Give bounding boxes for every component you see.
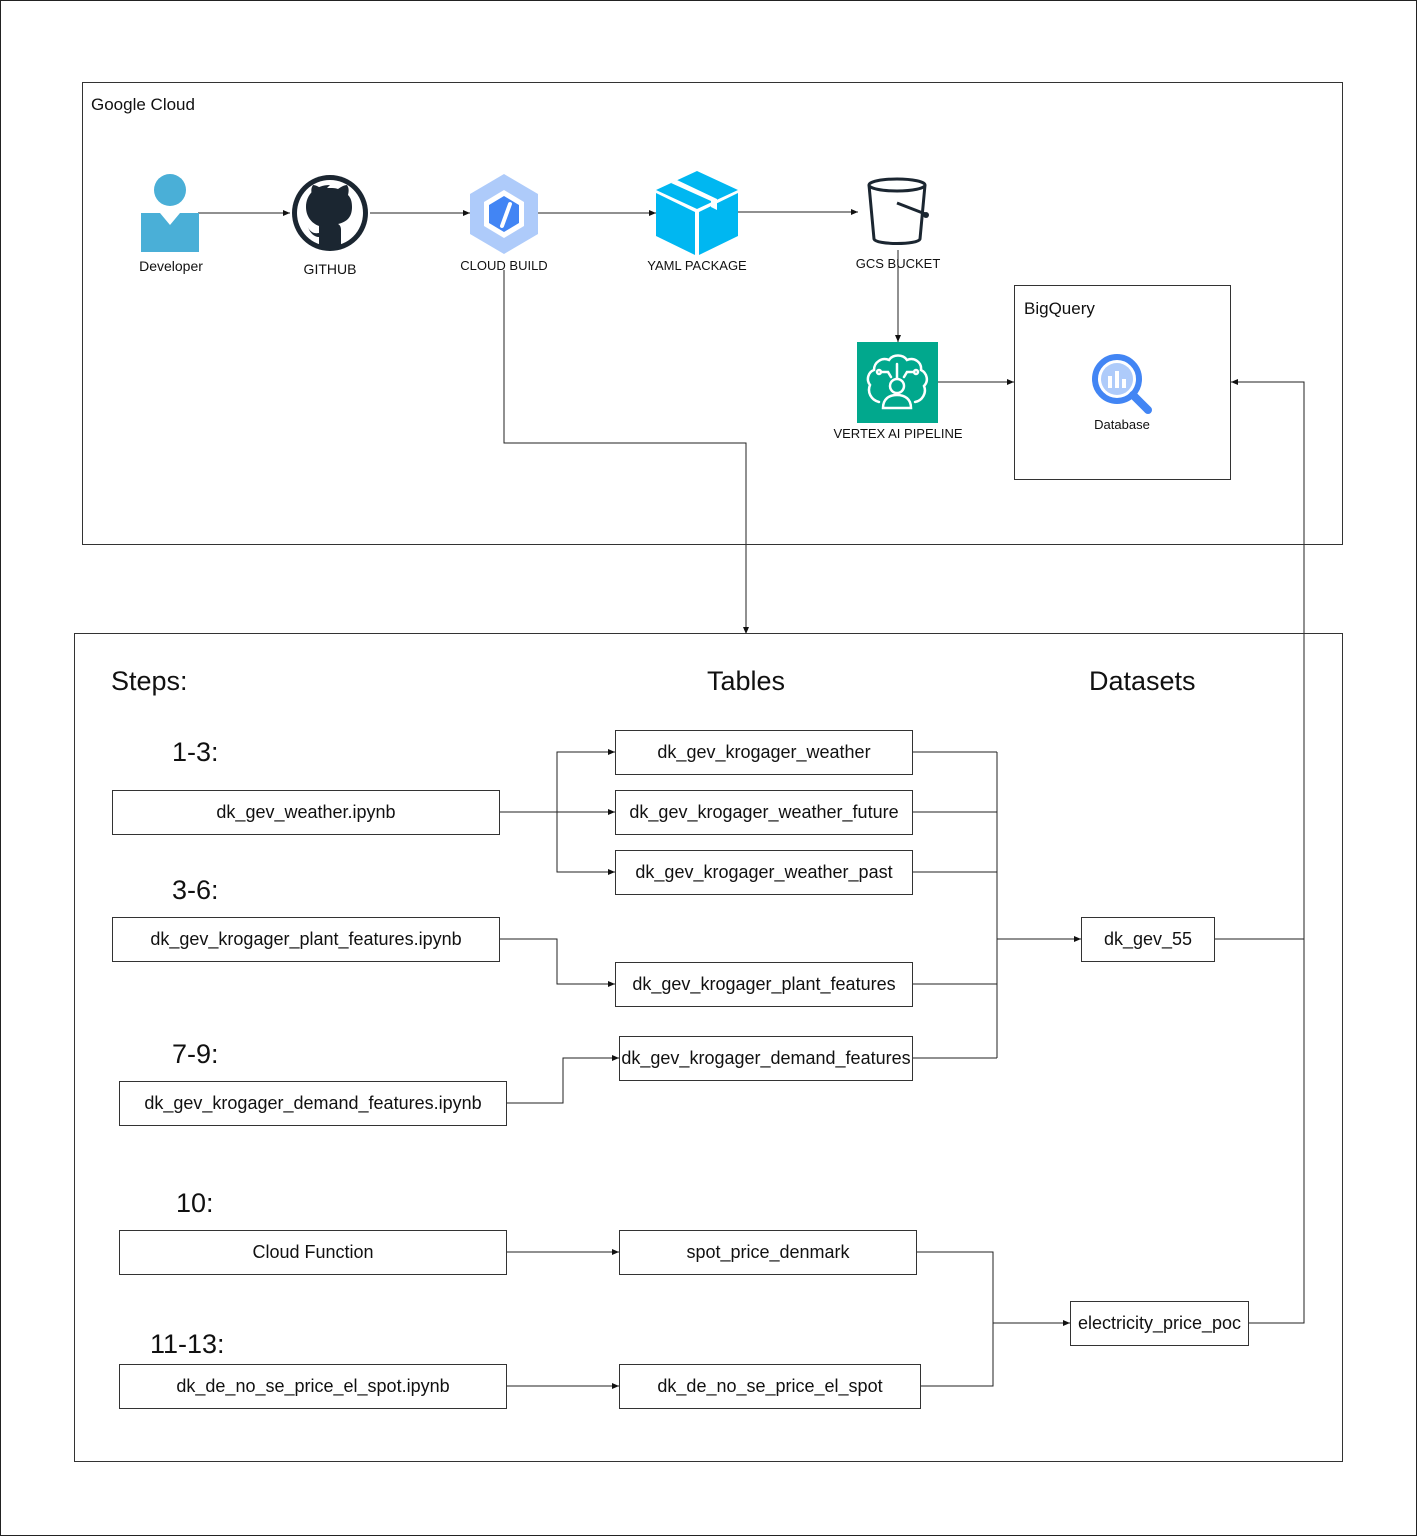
yaml-package-label: YAML PACKAGE [647,258,747,273]
table-price-el-spot: dk_de_no_se_price_el_spot [619,1364,921,1409]
table-plant-features: dk_gev_krogager_plant_features [615,962,913,1007]
google-cloud-title: Google Cloud [91,95,195,114]
bigquery-region [1014,285,1231,480]
workflow-region [74,633,1343,1462]
step-label-3-6: 3-6: [172,875,219,905]
table-weather-past: dk_gev_krogager_weather_past [615,850,913,895]
steps-heading: Steps: [111,666,188,696]
arrow-weather-table [556,749,615,812]
arrow-datasets-bigquery [1231,379,1305,1324]
datasets-heading: Datasets [1089,666,1196,696]
package-icon [656,171,738,255]
github-label: GITHUB [303,261,357,277]
vertex-ai-icon [857,342,938,423]
developer-icon [141,174,199,252]
database-label: Database [1094,417,1150,432]
bigquery-icon [1092,354,1152,414]
bigquery-title: BigQuery [1024,299,1095,318]
source-demand-features-notebook: dk_gev_krogager_demand_features.ipynb [119,1081,507,1126]
table-weather: dk_gev_krogager_weather [615,730,913,775]
source-weather-notebook: dk_gev_weather.ipynb [112,790,500,835]
step-label-7-9: 7-9: [172,1039,219,1069]
cloud-build-icon [470,174,538,254]
step-label-10: 10: [176,1188,214,1218]
source-cloud-function: Cloud Function [119,1230,507,1275]
source-price-el-spot-notebook: dk_de_no_se_price_el_spot.ipynb [119,1364,507,1409]
table-spot-price-denmark: spot_price_denmark [619,1230,917,1275]
tables-heading: Tables [707,666,786,696]
bucket-icon [867,177,929,245]
step-label-1-3: 1-3: [172,737,219,767]
cloud-build-label: CLOUD BUILD [460,258,548,273]
line-spot-merge [917,1251,994,1387]
arrow-cloudbuild-steps [503,270,749,634]
github-icon [292,175,368,251]
table-demand-features: dk_gev_krogager_demand_features [619,1036,913,1081]
developer-label: Developer [139,258,203,274]
table-weather-future: dk_gev_krogager_weather_future [615,790,913,835]
arrow-plant-features [500,938,615,987]
source-plant-features-notebook: dk_gev_krogager_plant_features.ipynb [112,917,500,962]
arrow-demand-features [507,1055,619,1104]
google-cloud-region [82,82,1343,545]
gcs-bucket-label: GCS BUCKET [855,256,941,271]
arrow-weather-past [556,812,615,875]
dataset-electricity-price-poc: electricity_price_poc [1070,1301,1249,1346]
vertex-ai-label: VERTEX AI PIPELINE [833,426,963,441]
step-label-11-13: 11-13: [150,1329,225,1359]
dataset-dk-gev-55: dk_gev_55 [1081,917,1215,962]
